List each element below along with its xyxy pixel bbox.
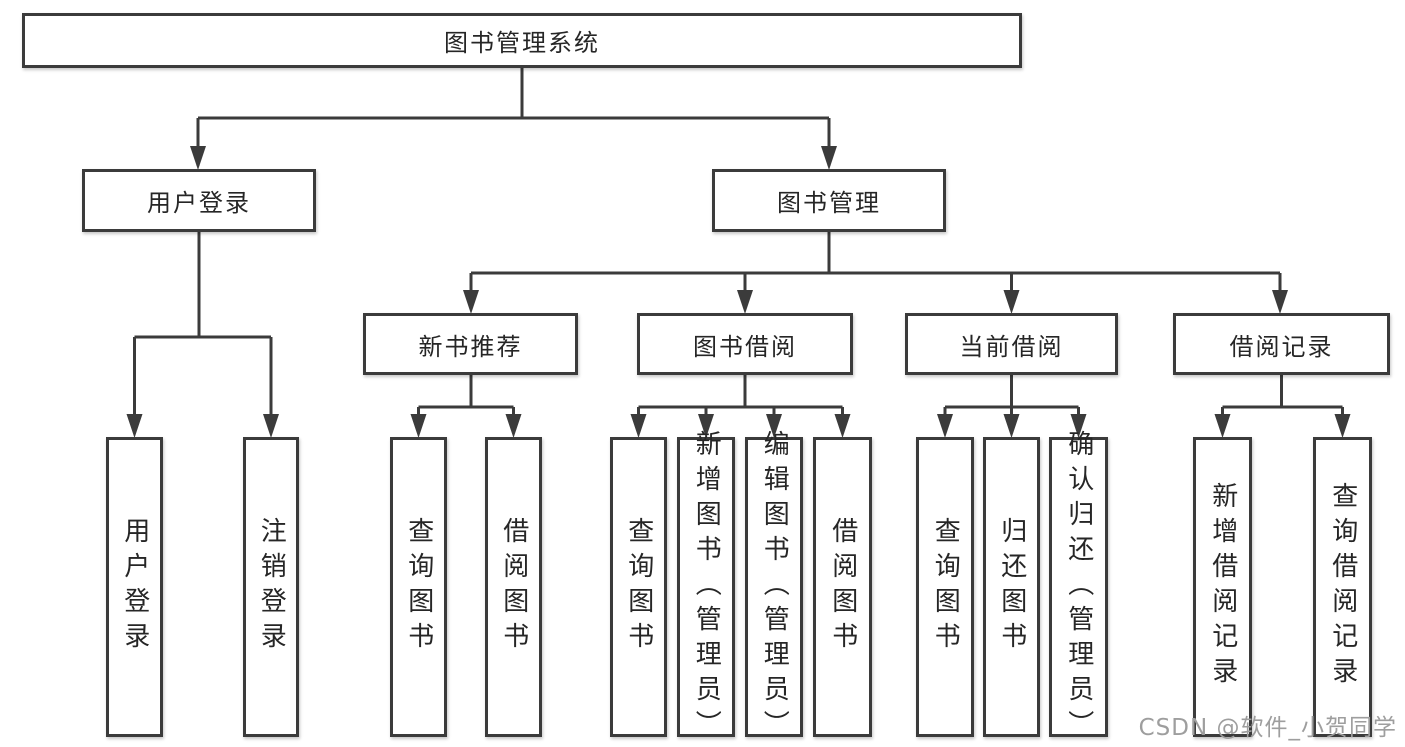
arrowhead-icon [126, 414, 143, 438]
arrowhead-icon [737, 290, 753, 314]
leaf-borrowing-query-books: 查询图书 [610, 437, 667, 737]
arrowhead-icon [1334, 414, 1351, 438]
connector-new-book [417, 375, 515, 432]
leaf-current-confirm-return-admin: 确认归还（管理员） [1049, 430, 1108, 745]
node-label: 归还图书 [996, 517, 1027, 657]
node-label: 图书管理系统 [444, 29, 600, 57]
leaf-records-query-borrow-record: 查询借阅记录 [1313, 437, 1372, 737]
node-current-borrowing: 当前借阅 [905, 313, 1118, 375]
node-user-login: 用户登录 [82, 169, 316, 232]
node-label: 借阅图书 [827, 517, 858, 657]
leaf-borrowing-edit-books-admin: 编辑图书（管理员） [745, 430, 803, 745]
leaf-borrowing-add-books-admin: 新增图书（管理员） [677, 430, 735, 745]
node-label: 借阅记录 [1229, 332, 1334, 361]
node-label: 借阅图书 [498, 517, 529, 657]
connector-book-borrowing [637, 375, 844, 432]
connector-root [196, 68, 831, 166]
node-label: 图书管理 [777, 189, 881, 217]
node-borrowing-records: 借阅记录 [1173, 313, 1390, 375]
arrowhead-icon [937, 414, 953, 438]
arrowhead-icon [1272, 290, 1288, 314]
arrowhead-icon [630, 414, 647, 438]
arrowhead-icon [410, 414, 427, 438]
leaf-user-login: 用户登录 [106, 437, 163, 737]
node-label: 新书推荐 [418, 332, 523, 361]
leaf-current-query-books: 查询图书 [916, 437, 974, 737]
arrowhead-icon [834, 414, 851, 438]
arrowhead-icon [698, 414, 714, 438]
arrowhead-icon [190, 146, 206, 170]
leaf-newbook-borrow-books: 借阅图书 [485, 437, 542, 737]
arrowhead-icon [766, 414, 782, 438]
leaf-borrowing-borrow-books: 借阅图书 [813, 437, 872, 737]
leaf-records-add-borrow-record: 新增借阅记录 [1193, 437, 1252, 737]
node-library-management-system: 图书管理系统 [22, 13, 1022, 68]
connector-borrowing-records [1221, 375, 1344, 432]
arrowhead-icon [1070, 414, 1087, 438]
node-label: 编辑图书（管理员） [759, 429, 790, 745]
arrowhead-icon [1003, 290, 1020, 314]
node-label: 用户登录 [119, 517, 150, 657]
node-label: 查询图书 [930, 517, 961, 657]
node-label: 用户登录 [147, 189, 251, 217]
connector-user-login [133, 232, 273, 432]
leaf-newbook-query-books: 查询图书 [390, 437, 447, 737]
leaf-current-return-books: 归还图书 [983, 437, 1040, 737]
node-label: 注销登录 [256, 517, 287, 657]
node-label: 查询图书 [623, 517, 654, 657]
connector-book-management [469, 232, 1282, 309]
arrowhead-icon [1214, 414, 1231, 438]
node-book-borrowing: 图书借阅 [637, 313, 853, 375]
node-label: 新增图书（管理员） [691, 429, 722, 745]
leaf-logout: 注销登录 [243, 437, 299, 737]
arrowhead-icon [463, 290, 479, 314]
node-label: 当前借阅 [959, 332, 1064, 361]
csdn-watermark: CSDN @软件_小贺同学 [1138, 715, 1397, 741]
node-label: 查询图书 [403, 517, 434, 657]
arrowhead-icon [821, 146, 837, 170]
arrowhead-icon [263, 414, 279, 438]
node-label: 确认归还（管理员） [1063, 429, 1094, 745]
arrowhead-icon [1003, 414, 1020, 438]
node-label: 图书借阅 [693, 332, 797, 361]
arrowhead-icon [505, 414, 522, 438]
node-book-management: 图书管理 [712, 169, 946, 232]
node-new-book-recommendation: 新书推荐 [363, 313, 578, 375]
node-label: 新增借阅记录 [1207, 482, 1238, 692]
node-label: 查询借阅记录 [1327, 482, 1358, 692]
